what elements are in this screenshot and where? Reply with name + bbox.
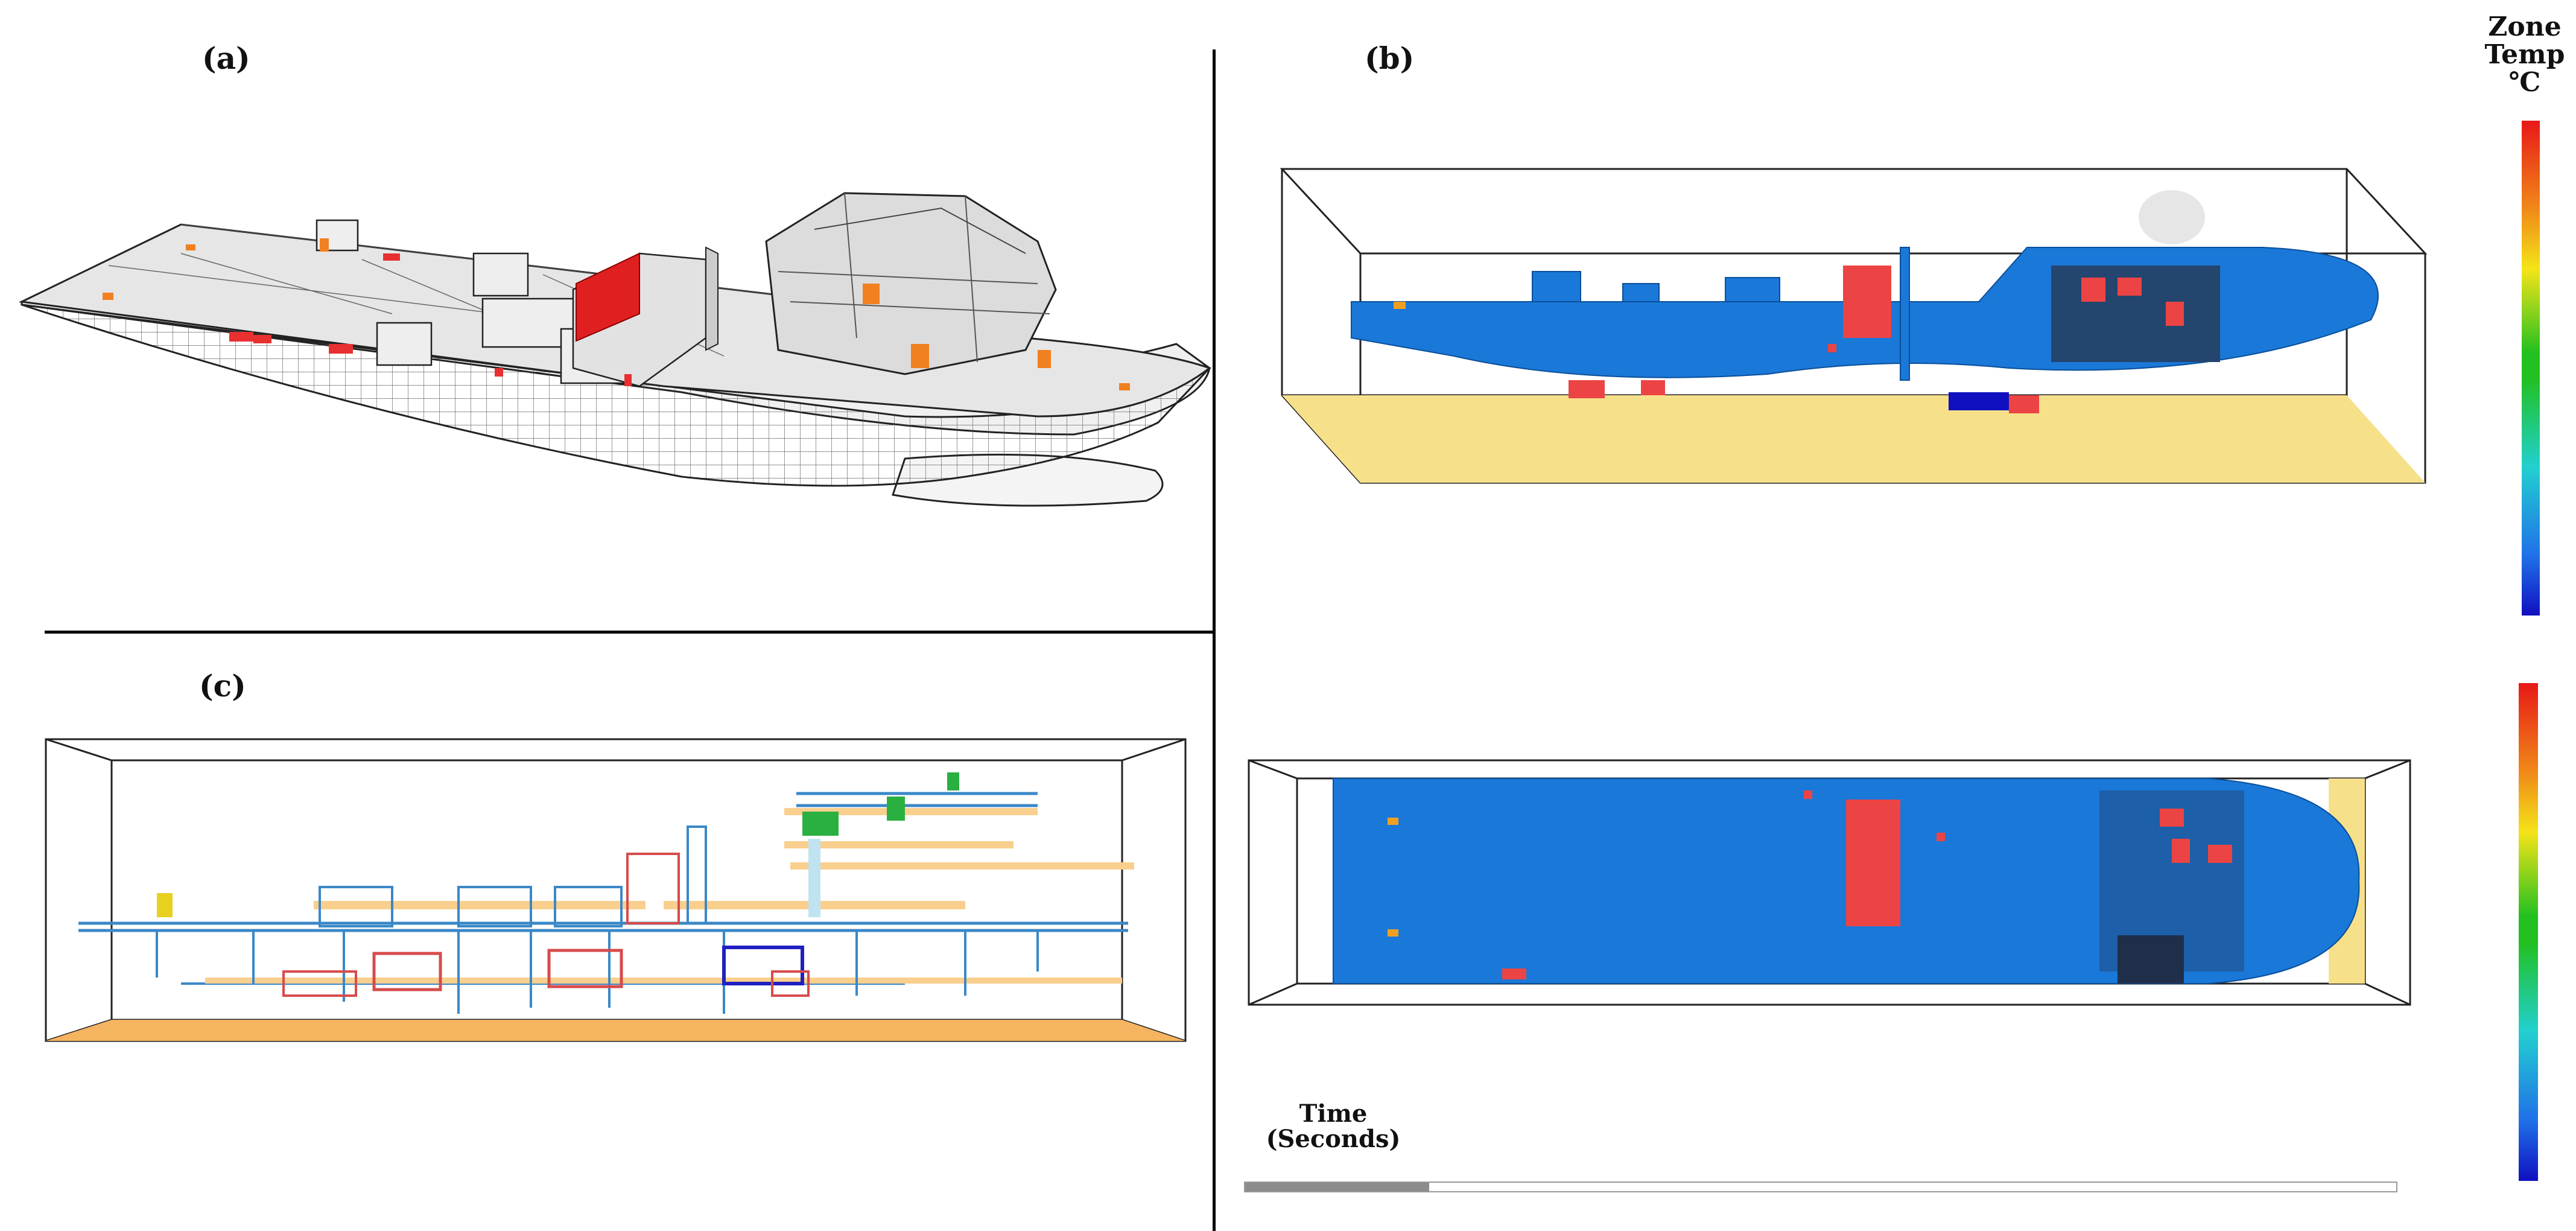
legend-title-line2: Temp (2484, 39, 2565, 71)
time-slider[interactable] (1244, 1182, 2397, 1192)
time-label-line2: (Seconds) (1266, 1125, 1401, 1153)
temperature-colorbar-bottom (2519, 683, 2538, 1181)
duct-network-model (45, 738, 1187, 1042)
panel-b-label: (b) (1365, 40, 1415, 76)
panel-a-label: (a) (202, 40, 250, 76)
legend-title-line1: Zone (2488, 11, 2562, 42)
time-label-line1: Time (1299, 1099, 1368, 1128)
legend-unit: ℃ (2508, 67, 2541, 98)
temperature-colorbar-top (2522, 121, 2540, 616)
time-label: Time (Seconds) (1243, 1101, 1424, 1152)
simulation-view-top (1248, 759, 2411, 1006)
legend-title: Zone Temp ℃ (2482, 13, 2567, 97)
vertical-divider (1213, 49, 1216, 1231)
panel-c-label: (c) (199, 668, 246, 704)
simulation-view-side (1280, 168, 2428, 484)
horizontal-divider (45, 631, 1215, 634)
time-slider-fill (1245, 1183, 1430, 1191)
ship-hull-model (18, 192, 1212, 507)
